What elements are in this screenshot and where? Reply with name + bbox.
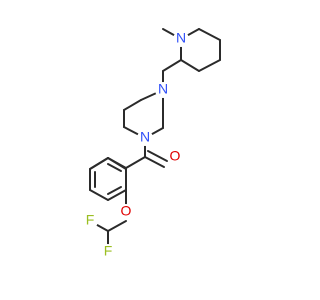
bond-link-1 xyxy=(162,59,182,72)
f-left-label: F xyxy=(86,212,95,228)
bond-o-c xyxy=(107,220,127,232)
bond-bz-6 xyxy=(89,157,109,170)
bond-bz-inner-3 xyxy=(107,163,122,172)
n-methyl-piperidine-label: N xyxy=(176,30,186,46)
bond-pz-2 xyxy=(123,99,142,111)
amide-chain xyxy=(89,137,168,170)
bond-bz-5 xyxy=(107,157,127,170)
o-carbonyl-bg xyxy=(167,149,183,165)
o-ether-bg xyxy=(118,204,134,220)
bond-co-right-2 xyxy=(147,150,168,162)
bond-bz-2 xyxy=(89,189,109,201)
n-piperazine-bottom-bg xyxy=(137,130,153,146)
f-right-bg xyxy=(100,244,116,260)
molecule-canvas: N N N O O F F xyxy=(82,28,221,260)
molecule-structure: N N N O O F F xyxy=(82,28,221,260)
bond-pip-2 xyxy=(198,28,221,41)
o-ether-label: O xyxy=(121,203,132,219)
n-piperazine-top-bg xyxy=(155,82,171,98)
bond-c-ch2 xyxy=(125,156,146,169)
f-left-bg xyxy=(82,213,98,229)
bond-co-right-1 xyxy=(144,156,165,168)
bond-pip-5 xyxy=(180,59,200,72)
n-piperazine-top-label: N xyxy=(158,81,168,97)
bond-bz-inner-2 xyxy=(107,186,122,195)
o-carbonyl-label: O xyxy=(170,148,181,164)
n-methyl-piperidine-bg xyxy=(173,31,189,47)
n-piperazine-bottom-label: N xyxy=(140,129,150,145)
atom-labels: N N N O O F F xyxy=(82,30,189,260)
bond-pip-4 xyxy=(198,59,221,72)
f-right-label: F xyxy=(104,243,113,259)
bond-bz-3 xyxy=(107,189,127,201)
benzene-ring xyxy=(89,157,127,201)
